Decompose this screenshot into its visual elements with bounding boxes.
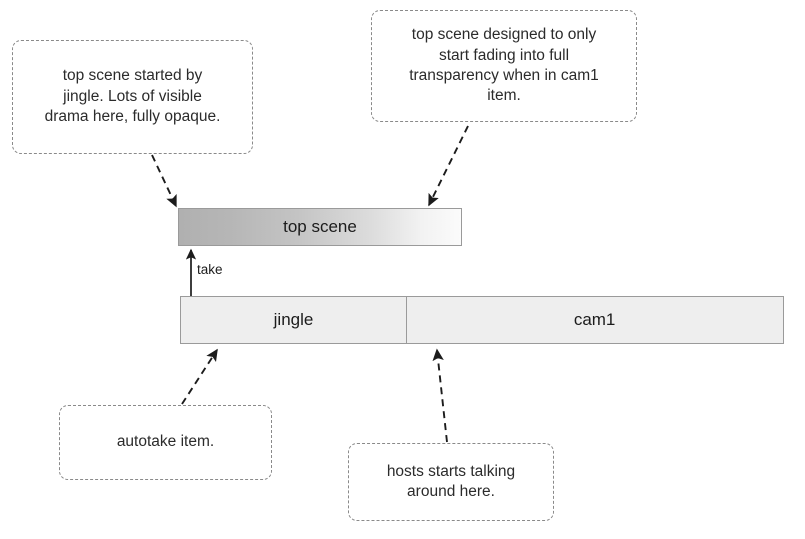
top-scene-clip-label: top scene	[283, 217, 357, 236]
callout-note-top-scene-fading: top scene designed to only start fading …	[371, 10, 637, 122]
timeline-track: jingle cam1	[180, 296, 785, 344]
top-scene-clip[interactable]: top scene	[178, 208, 462, 246]
connector-autotake-note	[181, 348, 218, 405]
callout-note-text: autotake item.	[116, 433, 215, 451]
callout-note-text: hosts starts talking around here.	[386, 462, 516, 500]
timeline-item-label: cam1	[573, 310, 616, 329]
callout-note-autotake-item: autotake item.	[59, 405, 272, 480]
callout-note-top-scene-opaque: top scene started by jingle. Lots of vis…	[12, 40, 253, 154]
take-arrow-label: take	[197, 262, 223, 277]
connector-top-left-note	[151, 154, 177, 208]
callout-note-text: top scene designed to only start fading …	[409, 26, 599, 105]
callout-note-text: top scene started by jingle. Lots of vis…	[44, 67, 221, 126]
callout-note-hosts-talking: hosts starts talking around here.	[348, 443, 554, 521]
connector-hosts-note	[432, 348, 448, 443]
timeline-item-jingle[interactable]: jingle	[180, 296, 407, 344]
connector-top-right-note	[428, 125, 469, 207]
timeline-item-label: jingle	[273, 310, 314, 329]
timeline-item-cam1[interactable]: cam1	[405, 296, 784, 344]
